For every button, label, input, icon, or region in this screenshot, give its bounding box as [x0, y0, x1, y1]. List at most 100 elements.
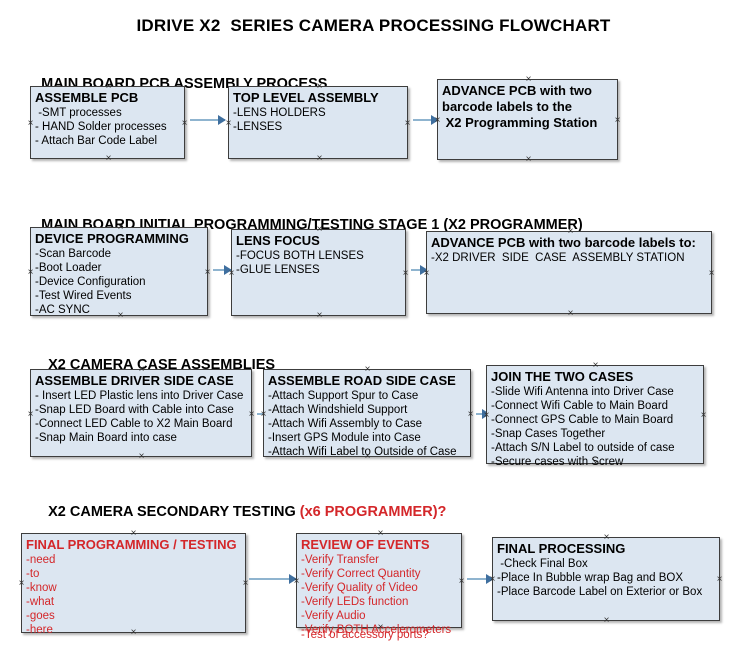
shape-handle-bottom-icon[interactable]	[376, 623, 385, 632]
shape-handle-top-icon[interactable]	[591, 361, 600, 370]
shape-handle-top-icon[interactable]	[363, 365, 372, 374]
box-advance-pcb-to-programming-station[interactable]: ADVANCE PCB with two barcode labels to t…	[437, 79, 618, 160]
box-title: FINAL PROGRAMMING / TESTING	[26, 537, 237, 552]
box-line: -Verify Transfer	[301, 554, 379, 566]
box-line: -Verify Quality of Video	[301, 582, 418, 594]
shape-handle-bottom-icon[interactable]	[315, 154, 324, 163]
box-line: -Attach Wifi Label to Outside of Case	[268, 446, 457, 458]
box-line: -LENS HOLDERS	[233, 107, 326, 119]
shape-handle-right-icon[interactable]	[180, 119, 189, 128]
box-line: -Place In Bubble wrap Bag and BOX	[497, 572, 684, 584]
shape-handle-left-icon[interactable]	[26, 119, 35, 128]
box-line: -Snap LED Board with Cable into Case	[35, 404, 234, 416]
page-title: IDRIVE X2 SERIES CAMERA PROCESSING FLOWC…	[136, 16, 611, 35]
shape-handle-left-icon[interactable]	[227, 269, 236, 278]
box-title: ASSEMBLE PCB	[35, 90, 139, 105]
box-title: TOP LEVEL ASSEMBLY	[233, 90, 379, 105]
shape-handle-right-icon[interactable]	[203, 268, 212, 277]
shape-handle-left-icon[interactable]	[488, 575, 497, 584]
box-line: -GLUE LENSES	[236, 264, 320, 276]
shape-handle-bottom-icon[interactable]	[602, 616, 611, 625]
shape-handle-top-icon[interactable]	[315, 225, 324, 234]
shape-handle-top-icon[interactable]	[315, 82, 324, 91]
box-line: -goes	[26, 610, 55, 622]
shape-handle-left-icon[interactable]	[259, 410, 268, 419]
box-assemble-driver-side-case[interactable]: ASSEMBLE DRIVER SIDE CASE - Insert LED P…	[30, 369, 252, 457]
shape-handle-top-icon[interactable]	[116, 223, 125, 232]
shape-handle-top-icon[interactable]	[524, 75, 533, 84]
shape-handle-right-icon[interactable]	[247, 410, 256, 419]
box-final-programming-testing[interactable]: FINAL PROGRAMMING / TESTING -need -to -k…	[21, 533, 246, 636]
shape-handle-top-icon[interactable]	[137, 365, 146, 374]
box-line: -Snap Main Board into case	[35, 432, 177, 444]
shape-handle-top-icon[interactable]	[566, 227, 575, 236]
box-line: -to	[26, 568, 40, 580]
shape-handle-bottom-icon[interactable]	[104, 154, 113, 163]
box-line: -Verify Audio	[301, 610, 366, 622]
box-line: - Attach Bar Code Label	[35, 135, 158, 147]
box-join-the-two-cases[interactable]: JOIN THE TWO CASES -Slide Wifi Antenna i…	[486, 365, 704, 468]
box-line: -Device Configuration	[35, 276, 146, 288]
shape-handle-top-icon[interactable]	[104, 82, 113, 91]
shape-handle-left-icon[interactable]	[26, 410, 35, 419]
box-line: -Connect LED Cable to X2 Main Board	[35, 418, 233, 430]
shape-handle-top-icon[interactable]	[602, 533, 611, 542]
box-line: -Verify Correct Quantity	[301, 568, 421, 580]
box-top-level-assembly[interactable]: TOP LEVEL ASSEMBLY -LENS HOLDERS -LENSES	[228, 86, 408, 159]
connector-assemble-pcb-to-top-level	[190, 115, 226, 125]
shape-handle-bottom-icon[interactable]	[315, 311, 324, 320]
box-device-programming[interactable]: DEVICE PROGRAMMING -Scan Barcode -Boot L…	[30, 227, 208, 316]
shape-handle-left-icon[interactable]	[224, 119, 233, 128]
box-title: LENS FOCUS	[236, 233, 320, 248]
box-assemble-pcb[interactable]: ASSEMBLE PCB -SMT processes - HAND Solde…	[30, 86, 185, 159]
shape-handle-left-icon[interactable]	[422, 269, 431, 278]
box-line: -Attach Wifi Assembly to Case	[268, 418, 423, 430]
box-line: -Snap Cases Together	[491, 428, 606, 440]
shape-handle-bottom-icon[interactable]	[524, 155, 533, 164]
box-line: -FOCUS BOTH LENSES	[236, 250, 364, 262]
box-line: - HAND Solder processes	[35, 121, 167, 133]
shape-handle-right-icon[interactable]	[466, 410, 475, 419]
shape-handle-bottom-icon[interactable]	[137, 452, 146, 461]
shape-handle-bottom-icon[interactable]	[566, 309, 575, 318]
shape-handle-right-icon[interactable]	[707, 269, 716, 278]
box-line: -Boot Loader	[35, 262, 102, 274]
shape-handle-left-icon[interactable]	[292, 577, 301, 586]
shape-handle-top-icon[interactable]	[376, 529, 385, 538]
shape-handle-left-icon[interactable]	[482, 411, 491, 420]
box-lens-focus[interactable]: LENS FOCUS -FOCUS BOTH LENSES -GLUE LENS…	[231, 229, 406, 316]
box-title: ASSEMBLE ROAD SIDE CASE	[268, 373, 456, 388]
box-assemble-road-side-case[interactable]: ASSEMBLE ROAD SIDE CASE -Attach Support …	[263, 369, 471, 458]
box-line: -Insert GPS Module into Case	[268, 432, 421, 444]
box-title: ADVANCE PCB with two barcode labels to:	[431, 235, 696, 250]
box-review-of-events[interactable]: REVIEW OF EVENTS -Verify Transfer -Verif…	[296, 533, 462, 641]
box-line: -Connect GPS Cable to Main Board	[491, 414, 674, 426]
box-advance-pcb-to-driver-side-case[interactable]: ADVANCE PCB with two barcode labels to: …	[426, 231, 712, 314]
shape-handle-right-icon[interactable]	[613, 116, 622, 125]
shape-handle-bottom-icon[interactable]	[591, 459, 600, 468]
box-line: -Slide Wifi Antenna into Driver Case	[491, 386, 674, 398]
section-heading-red-text: (x6 PROGRAMMER)?	[299, 504, 447, 520]
box-line: -Attach S/N Label to outside of case	[491, 442, 675, 454]
shape-handle-right-icon[interactable]	[403, 119, 412, 128]
shape-handle-left-icon[interactable]	[26, 268, 35, 277]
arrow-head-icon	[218, 115, 226, 125]
box-overflow-line: -Test of accessory ports?	[301, 629, 429, 641]
shape-handle-right-icon[interactable]	[241, 579, 250, 588]
shape-handle-left-icon[interactable]	[17, 579, 26, 588]
shape-handle-right-icon[interactable]	[715, 575, 724, 584]
box-title: JOIN THE TWO CASES	[491, 369, 634, 384]
shape-handle-right-icon[interactable]	[699, 411, 708, 420]
shape-handle-right-icon[interactable]	[457, 577, 466, 586]
box-line: -LENSES	[233, 121, 283, 133]
shape-handle-right-icon[interactable]	[401, 269, 410, 278]
box-line: -AC SYNC	[35, 304, 90, 316]
shape-handle-top-icon[interactable]	[129, 529, 138, 538]
section-heading-text: X2 CAMERA SECONDARY TESTING	[48, 504, 300, 520]
shape-handle-bottom-icon[interactable]	[116, 311, 125, 320]
shape-handle-left-icon[interactable]	[433, 116, 442, 125]
shape-handle-bottom-icon[interactable]	[129, 628, 138, 637]
box-line: -Test Wired Events	[35, 290, 132, 302]
box-final-processing[interactable]: FINAL PROCESSING -Check Final Box -Place…	[492, 537, 720, 621]
shape-handle-bottom-icon[interactable]	[363, 452, 372, 461]
